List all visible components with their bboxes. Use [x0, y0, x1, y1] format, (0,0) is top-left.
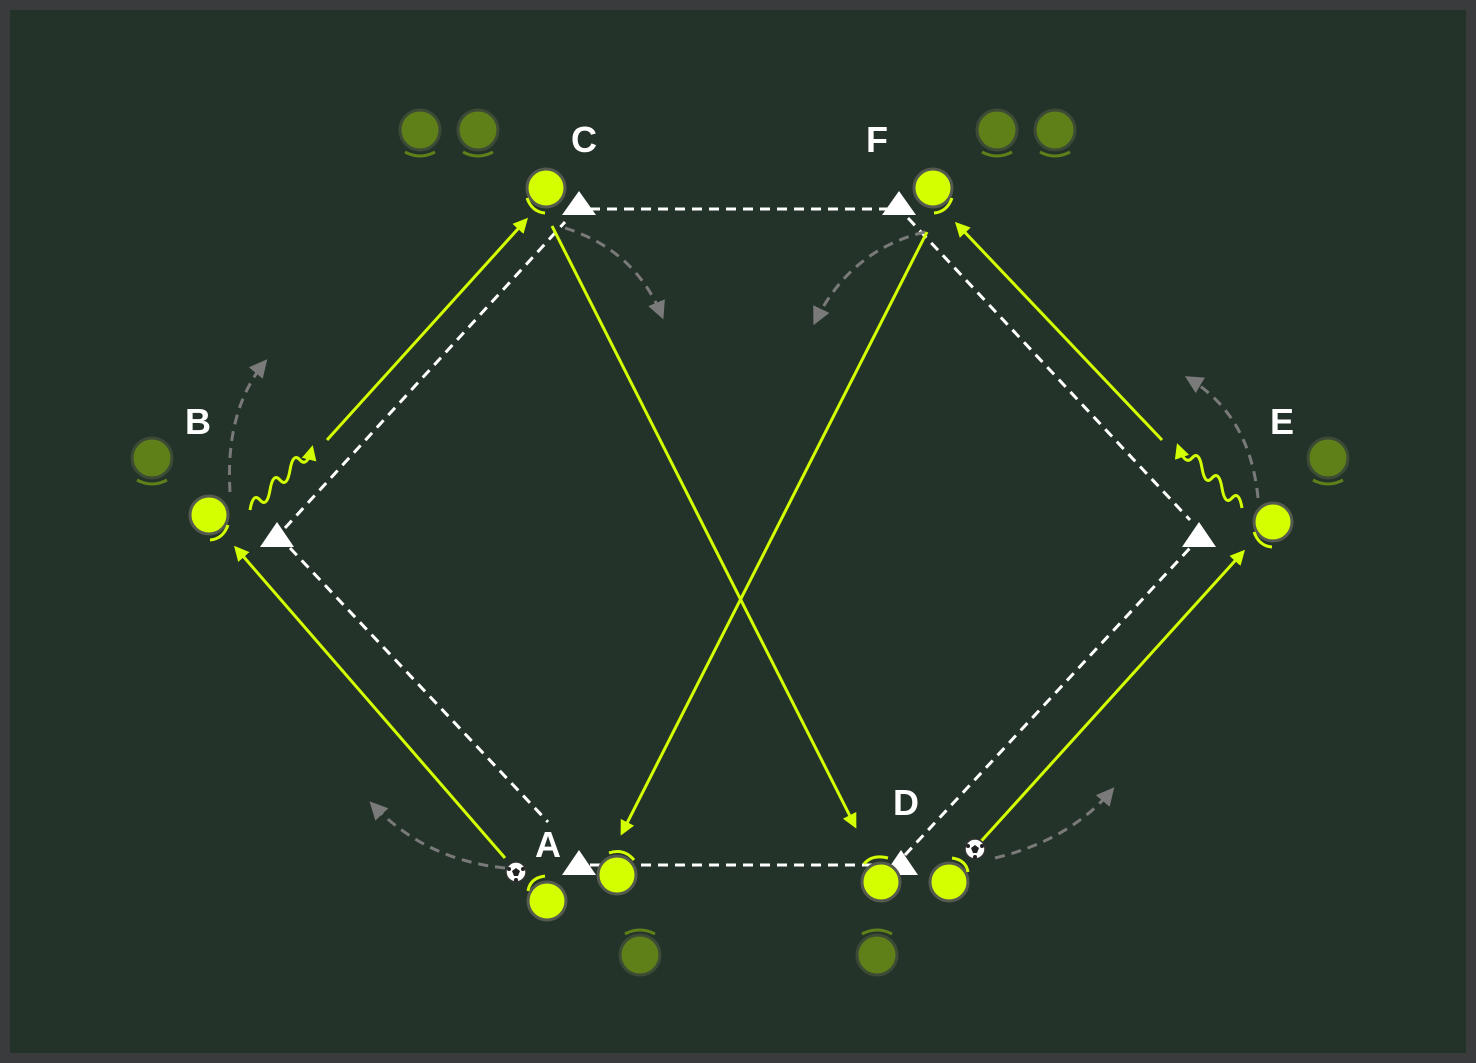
station-label-a: A [535, 824, 561, 865]
pass-c-to-d [550, 225, 857, 829]
cone-link-f-e [906, 216, 1192, 522]
balls [505, 838, 986, 883]
dribble-b [248, 445, 317, 511]
cone-a [562, 850, 596, 875]
ball-icon [505, 861, 527, 883]
pass-b-to-c [325, 217, 529, 442]
waiting-player-e [1306, 436, 1350, 486]
pass-e-to-f [954, 221, 1164, 442]
waiting-player-c1 [398, 108, 442, 158]
player-runs [227, 226, 1260, 870]
player-e [1252, 501, 1294, 549]
cone-links [283, 207, 1192, 867]
player-b [188, 494, 230, 542]
player-d-receiver [860, 855, 902, 903]
run-arrow-a [369, 801, 506, 870]
cone-f [882, 191, 916, 215]
player-a-ball [526, 874, 568, 922]
waiting-player-c2 [456, 108, 500, 158]
waiting-player-f2 [1033, 108, 1077, 158]
station-label-d: D [893, 782, 919, 823]
passes [234, 217, 1246, 859]
station-label-b: B [185, 401, 211, 442]
waiting-player-d [855, 928, 899, 977]
run-arrow-e [1184, 376, 1260, 499]
cone-link-b-c [283, 220, 567, 530]
waiting-player-a [618, 928, 662, 977]
station-labels: C F B E A D [185, 119, 1294, 865]
player-d-ball [928, 856, 970, 903]
waiting-player-b [130, 436, 174, 486]
run-arrow-f [813, 230, 926, 326]
player-f [912, 167, 954, 215]
cone-link-a-b [288, 546, 550, 824]
station-label-c: C [571, 119, 597, 160]
waiting-players [130, 108, 1350, 977]
pass-a-to-b [234, 545, 507, 859]
dribbles [248, 443, 1244, 511]
player-a-receiver [596, 850, 638, 896]
run-arrow-d [994, 787, 1115, 860]
station-label-e: E [1270, 401, 1294, 442]
run-arrow-c [564, 226, 665, 320]
cone-c [562, 191, 596, 215]
pitch-background [10, 10, 1466, 1053]
run-arrow-b [227, 359, 268, 493]
cone-link-d-e [903, 546, 1192, 857]
active-players [188, 167, 1294, 922]
pass-d-to-e [973, 549, 1246, 850]
cone-b [260, 522, 294, 547]
dribble-e [1174, 443, 1244, 509]
station-label-f: F [866, 119, 888, 160]
pass-f-to-a [620, 231, 929, 836]
player-c [525, 167, 567, 215]
cone-e [1182, 522, 1216, 547]
ball-icon [964, 838, 986, 860]
waiting-player-f1 [975, 108, 1019, 158]
